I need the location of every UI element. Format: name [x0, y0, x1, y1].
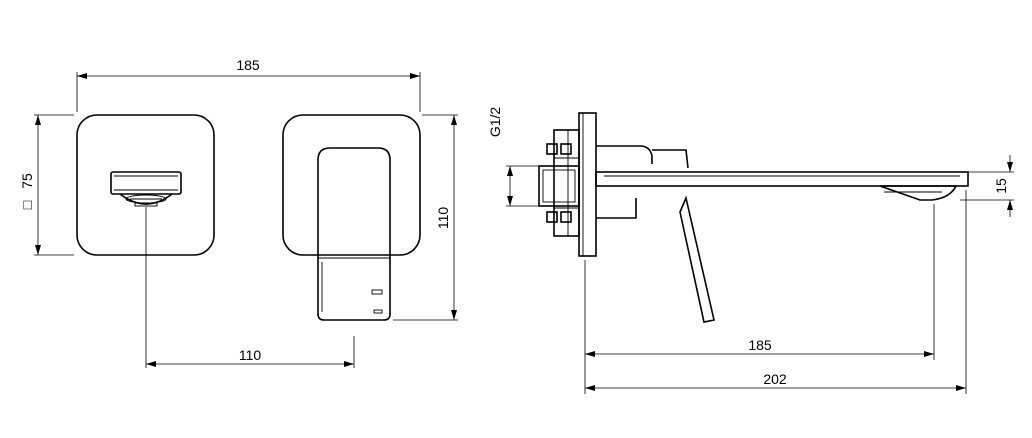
dim-top-width-label: 185 — [236, 57, 260, 73]
dim-projection-label: 185 — [748, 337, 772, 353]
dim-thickness: 15 — [960, 155, 1014, 217]
dim-thread-label: G1/2 — [487, 107, 503, 138]
mounting-body — [538, 129, 580, 237]
dim-thickness-label: 15 — [993, 178, 1009, 194]
side-view: G1/2 15 185 202 — [487, 107, 1014, 394]
dim-cover-side: □ 75 — [19, 114, 74, 256]
dim-projection: 185 — [584, 204, 935, 394]
dim-cover-side-symbol: □ — [19, 200, 35, 209]
dim-cover-side-label: 75 — [19, 173, 35, 189]
dim-total-length: 202 — [585, 190, 967, 394]
spout-outlet — [110, 171, 182, 207]
dim-height: 110 — [393, 114, 458, 321]
mixer-cover-plate — [282, 114, 421, 256]
mixer-lever — [317, 147, 391, 321]
dim-total-length-label: 202 — [763, 371, 787, 387]
spout-cover-plate — [76, 114, 215, 256]
dim-height-label: 110 — [435, 207, 451, 230]
side-lever — [679, 195, 715, 323]
spout-body — [595, 145, 969, 219]
dim-thread: G1/2 — [487, 107, 539, 207]
front-view: 185 □ 75 110 110 — [19, 57, 458, 368]
dim-top-width: 185 — [76, 57, 421, 112]
wall-plate — [578, 112, 597, 257]
dim-spout-offset: 110 — [145, 207, 355, 368]
dim-spout-offset-label: 110 — [239, 347, 262, 363]
